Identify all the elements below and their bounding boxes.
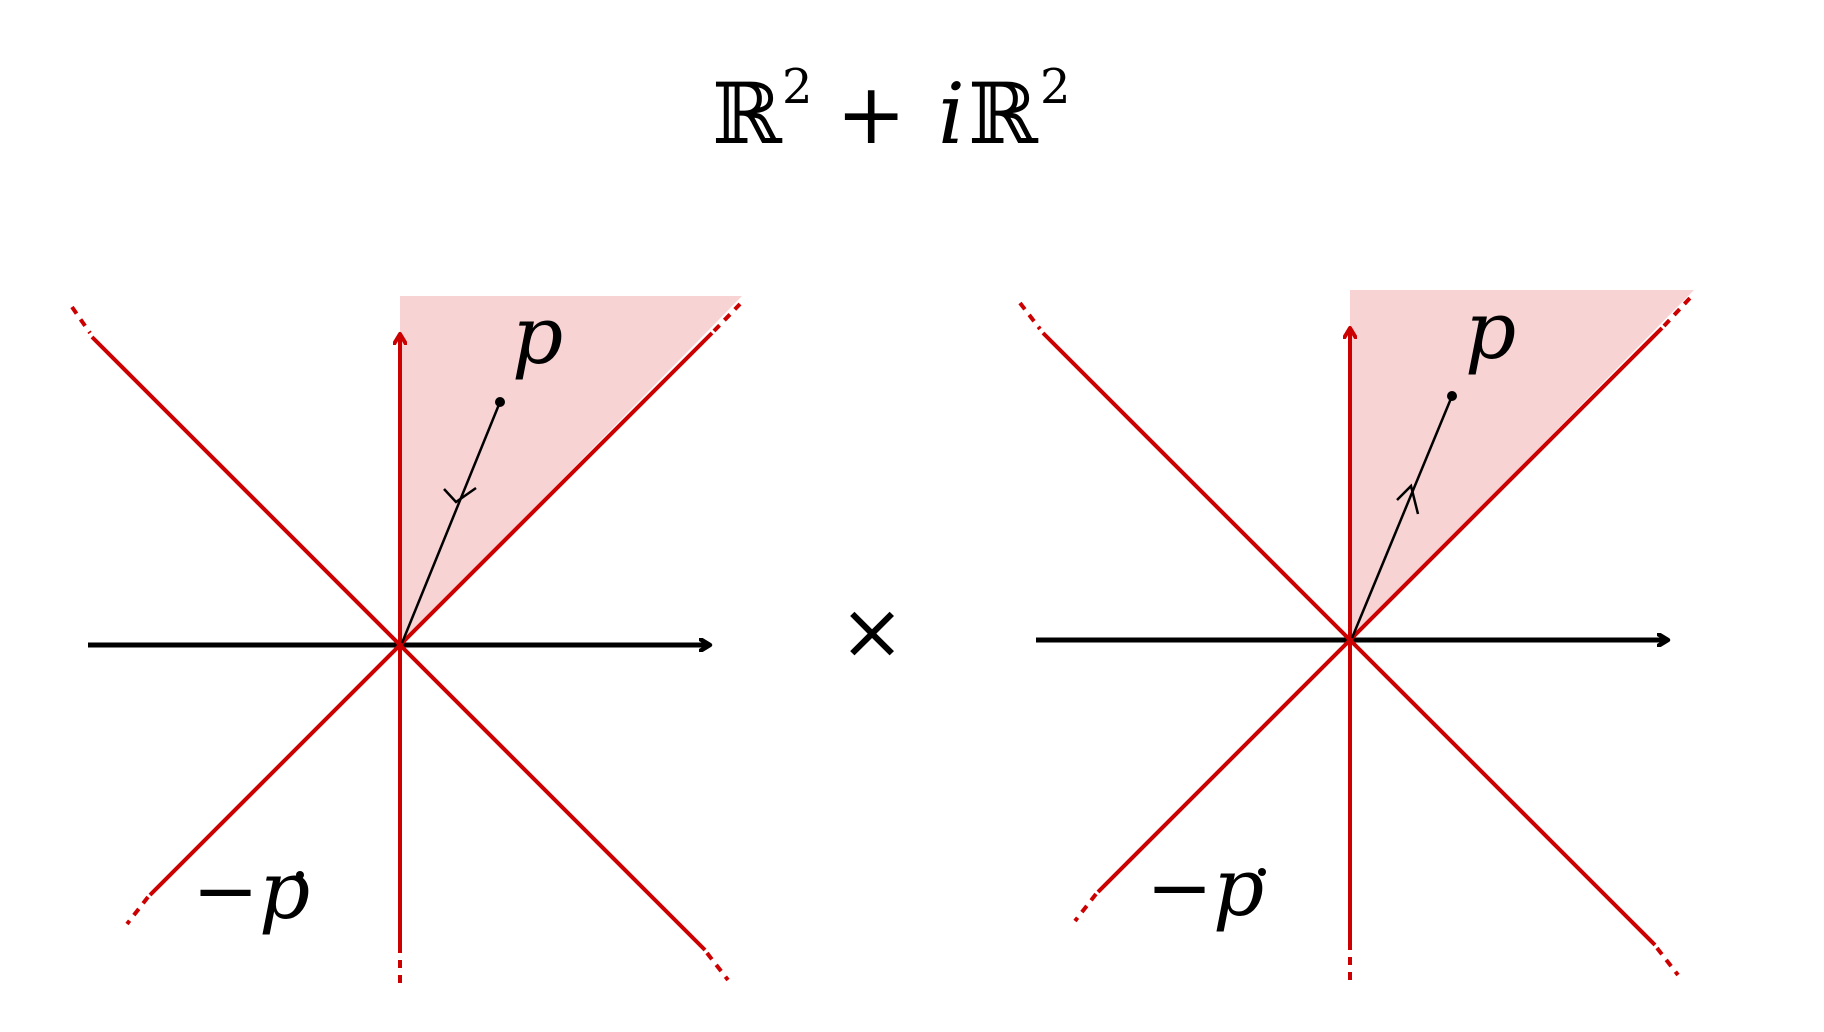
- title-base2: ℝ: [968, 65, 1039, 163]
- left-light-cone-line-a-dashed-nw: [70, 305, 92, 335]
- right-path-line: [1350, 395, 1454, 639]
- title-plus: +: [836, 65, 906, 163]
- times-operator: ×: [839, 587, 904, 677]
- left-path-arrow-icon: [443, 486, 477, 504]
- right-point-p: [1447, 391, 1457, 401]
- left-panel: p −p: [70, 289, 742, 986]
- right-light-cone-line-b-dashed-ne: [1662, 296, 1692, 328]
- left-light-cone-line-a: [90, 335, 707, 952]
- title-i: i: [938, 65, 965, 163]
- right-point-minus-p-label: −p: [1146, 841, 1264, 934]
- right-light-cone-line-a-dashed-nw: [1018, 301, 1042, 331]
- title-sup2: 2: [1040, 59, 1071, 115]
- left-light-cone-line-b: [148, 331, 714, 897]
- left-light-cone-line-a-dashed-se: [705, 951, 730, 982]
- right-path-arrow-icon: [1396, 483, 1420, 515]
- left-point-p: [495, 397, 505, 407]
- right-point-p-label: p: [1465, 284, 1516, 377]
- title-sup1: 2: [782, 59, 813, 115]
- left-light-cone-line-b-dashed-sw: [125, 895, 150, 926]
- left-path-line: [400, 401, 502, 644]
- right-panel: p −p: [1018, 284, 1694, 982]
- right-light-cone-line-b: [1096, 326, 1664, 894]
- title-formula: ℝ 2 + i ℝ 2: [712, 59, 1071, 163]
- left-point-p-label: p: [512, 289, 563, 382]
- left-point-minus-p: [296, 871, 304, 879]
- left-point-minus-p-label: −p: [192, 844, 310, 937]
- left-light-cone-line-b-dashed-ne: [712, 302, 742, 333]
- right-point-minus-p: [1258, 868, 1266, 876]
- right-light-cone-line-a-dashed-se: [1655, 946, 1680, 977]
- right-light-cone-line-b-dashed-sw: [1073, 892, 1098, 923]
- title-base: ℝ: [712, 65, 783, 163]
